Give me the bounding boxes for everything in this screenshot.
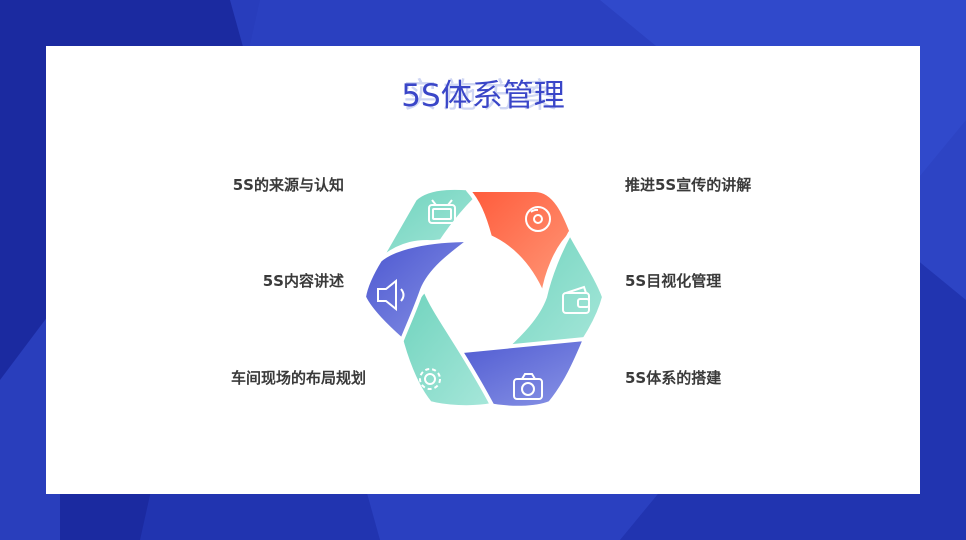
title-shadow: 实施方案 — [403, 76, 563, 116]
tv-icon — [428, 199, 456, 224]
label-layout: 车间现场的布局规划 — [230, 369, 366, 387]
page-title: 5S体系管理 — [401, 78, 565, 114]
label-promotion: 推进5S宣传的讲解 — [625, 176, 752, 194]
wallet-icon — [562, 285, 590, 314]
segment-top-right — [466, 188, 574, 297]
shutter-wheel — [362, 185, 606, 410]
label-content: 5S内容讲述 — [262, 272, 344, 290]
title-area: 实施方案 5S体系管理 — [0, 70, 966, 116]
segment-left — [362, 238, 472, 342]
label-origin: 5S的来源与认知 — [232, 176, 344, 194]
label-visual: 5S目视化管理 — [625, 272, 722, 290]
content-card — [46, 46, 920, 494]
gear-icon — [419, 368, 441, 390]
speaker-icon — [377, 278, 405, 312]
label-system: 5S体系的搭建 — [625, 369, 722, 387]
camera-icon — [513, 373, 543, 400]
disc-icon — [525, 206, 551, 232]
